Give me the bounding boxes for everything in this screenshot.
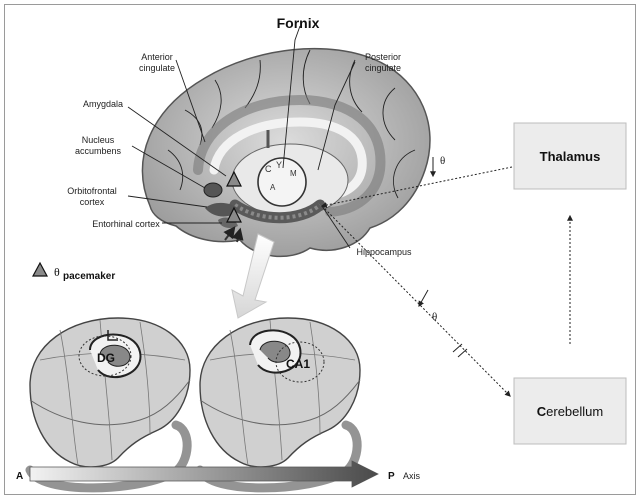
break-mark	[457, 348, 468, 358]
thalamus-to-hippocampus-line	[320, 166, 513, 208]
inset-left: DG	[25, 317, 192, 493]
label-entorhinal-cortex: Entorhinal cortex	[92, 219, 160, 229]
thalamus-box	[513, 122, 627, 190]
label-nucleus-accumbens-2: accumbens	[75, 146, 122, 156]
pacemaker-triangle	[226, 170, 242, 187]
legend-pacemaker: pacemaker	[63, 271, 115, 282]
label-leaders	[127, 25, 356, 249]
title-fornix: Fornix	[277, 15, 320, 31]
label-orbitofrontal-1: Orbitofrontal	[67, 186, 117, 196]
axis-start-label: A	[16, 471, 23, 482]
cerebellum-box	[513, 377, 627, 445]
label-anterior-cingulate-2: cingulate	[139, 63, 175, 73]
axis-name: Axis	[403, 471, 421, 481]
brain-illustration: C Y M A	[141, 47, 431, 258]
label-orbitofrontal-2: cortex	[80, 197, 105, 207]
theta-label-thalamus: θ	[440, 155, 445, 167]
thalamus-label: Thalamus	[540, 149, 601, 164]
break-mark	[452, 343, 463, 353]
inset-right: CA1	[195, 317, 362, 493]
hippocampus-to-cerebellum-line	[321, 205, 511, 397]
legend-theta: θ	[54, 265, 60, 279]
svg-text:Y: Y	[276, 160, 282, 170]
svg-text:A: A	[270, 183, 276, 192]
label-nucleus-accumbens-1: Nucleus	[82, 135, 115, 145]
cerebellum-label-rest: erebellum	[546, 404, 603, 419]
ap-axis: A P Axis	[16, 460, 421, 488]
figure-frame	[4, 4, 636, 495]
label-posterior-cingulate-2: cingulate	[365, 63, 401, 73]
label-anterior-cingulate-1: Anterior	[141, 52, 173, 62]
theta-arrow-cerebellum	[418, 289, 429, 308]
label-amygdala: Amygdala	[83, 99, 123, 109]
theta-label-cerebellum: θ	[432, 311, 437, 323]
expansion-arrow	[231, 233, 275, 319]
svg-text:C: C	[265, 164, 272, 174]
label-posterior-cingulate-1: Posterior	[365, 52, 401, 62]
legend-triangle	[31, 261, 49, 277]
cerebellum-label-initial: C	[537, 404, 547, 419]
amygdala-shape	[203, 182, 223, 198]
cerebellum-label: Cerebellum	[537, 404, 603, 419]
inset-left-label: DG	[97, 351, 115, 365]
label-hippocampus: Hippocampus	[356, 247, 412, 257]
inset-right-label: CA1	[286, 357, 310, 371]
svg-text:M: M	[290, 169, 297, 178]
pacemaker-triangle	[226, 206, 242, 223]
axis-arrow	[29, 460, 379, 488]
axis-end-label: P	[388, 471, 395, 482]
